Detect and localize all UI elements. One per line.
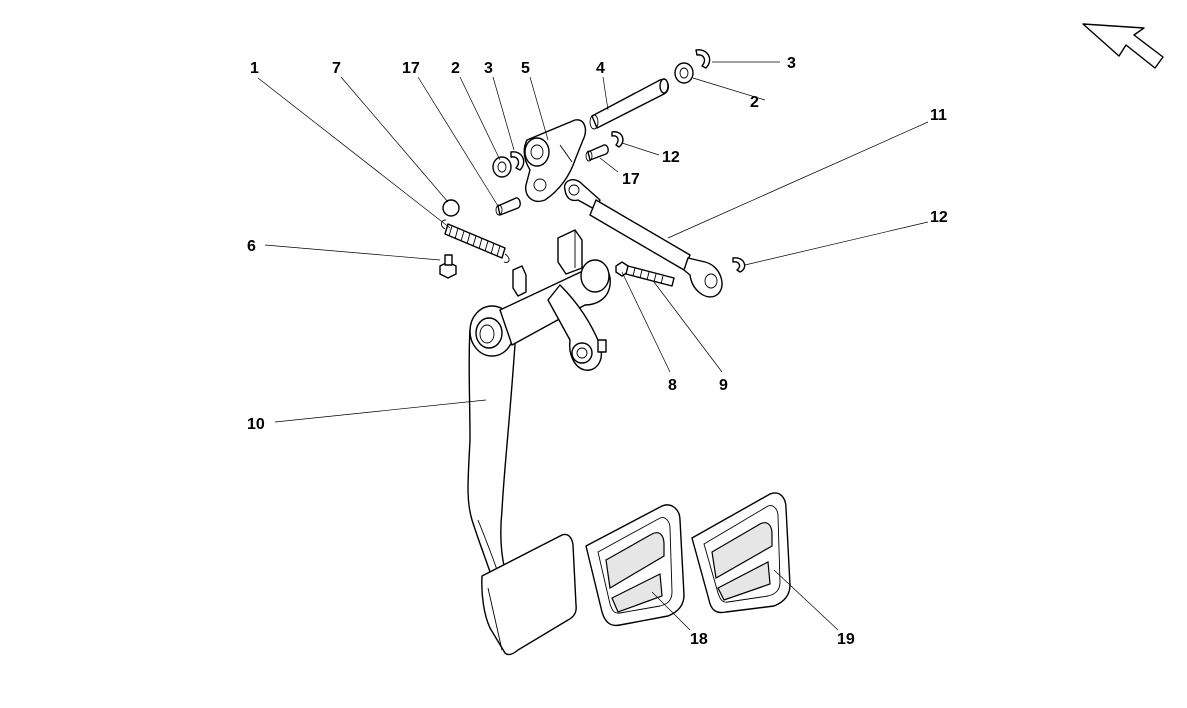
bushing-right: [674, 62, 694, 84]
label-9: 9: [719, 377, 728, 394]
circlip-left: [510, 151, 525, 171]
bushing-left: [492, 156, 512, 178]
clip-upper: [611, 131, 624, 148]
label-10: 10: [247, 416, 265, 433]
pedal-pad: [481, 533, 577, 656]
part-labels: 1 7 17 2 3 5 4 3 2 11 12 17 12 6 8 9 10 …: [247, 55, 948, 648]
label-17-right: 17: [622, 171, 640, 188]
pedal-cover-18: [585, 504, 685, 627]
label-12-upper: 12: [662, 149, 680, 166]
label-19: 19: [837, 631, 855, 648]
circlip-right: [695, 49, 711, 69]
pin-right: [585, 144, 609, 162]
pedal-shaft: [499, 229, 611, 371]
label-8: 8: [668, 377, 677, 394]
pedal-bracket: [523, 119, 587, 202]
label-2-right: 2: [750, 94, 759, 111]
label-1: 1: [250, 60, 259, 77]
label-5: 5: [521, 60, 530, 77]
pin-left: [495, 197, 521, 216]
label-3-left: 3: [484, 60, 493, 77]
label-6: 6: [247, 238, 256, 255]
direction-arrow-icon: [1082, 23, 1164, 69]
leader-lines: [257, 61, 929, 631]
label-18: 18: [690, 631, 708, 648]
clip-right: [732, 257, 746, 273]
master-cylinder: [563, 179, 723, 298]
label-3-right: 3: [787, 55, 796, 72]
pivot-shaft: [589, 78, 670, 130]
return-spring: [440, 219, 510, 263]
label-2-left: 2: [451, 60, 460, 77]
pedal-cover-19: [691, 492, 791, 614]
label-4: 4: [596, 60, 605, 77]
label-7: 7: [332, 60, 341, 77]
label-11: 11: [930, 107, 947, 124]
adjusting-screw: [625, 265, 675, 287]
spring-cap: [442, 199, 460, 217]
mounting-bolt: [439, 254, 457, 279]
label-12-right: 12: [930, 209, 948, 226]
pedal-lever: [467, 305, 517, 579]
label-17-left: 17: [402, 60, 420, 77]
